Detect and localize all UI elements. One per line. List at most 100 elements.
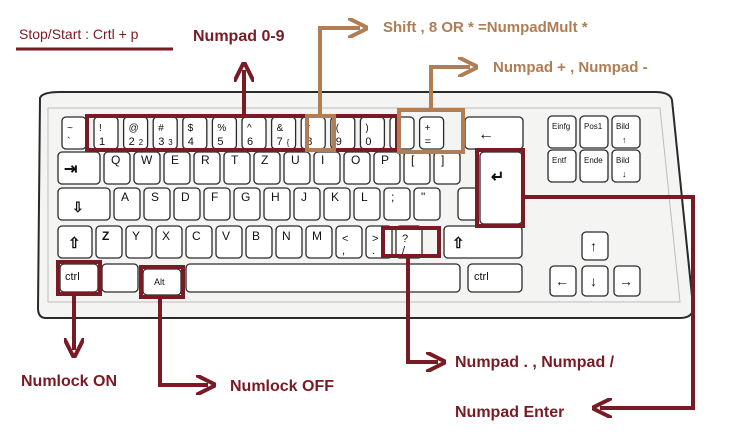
connector-arrows [74, 28, 695, 408]
nav-key-3: Entf [547, 149, 577, 183]
key-char: H [271, 190, 280, 204]
key-top-char: ( [336, 123, 340, 134]
ctrl-label: ctrl [474, 271, 489, 283]
key-char: R [201, 153, 210, 167]
key-bottom-char: ` [67, 136, 71, 148]
key-bottom-char: 9 [336, 136, 342, 148]
key-top-char: # [158, 123, 164, 134]
key-char: W [141, 153, 153, 167]
key-row1-4: $4 [182, 116, 208, 150]
shift-icon: ⇧ [68, 235, 81, 252]
arrow-down-key: ↓ [581, 265, 609, 297]
nav-key-1: Pos1 [579, 115, 609, 149]
arrow-up-icon: ↑ [622, 135, 627, 145]
key-char: I [321, 153, 324, 167]
key-bottom-char: 0 [365, 136, 371, 148]
arrow-right-icon: → [619, 273, 633, 289]
caps-lock-icon: ⇩ [72, 199, 84, 215]
left-fn-key [101, 263, 139, 293]
key-char: L [361, 190, 368, 204]
arrow-left-icon: ← [555, 273, 569, 289]
key-row1-12: += [418, 116, 445, 150]
arrow-numpad-dot-slash [406, 258, 438, 362]
highlight-8-key [305, 114, 336, 152]
key-row4-6: N [275, 225, 303, 259]
highlight-enter-key [475, 148, 525, 228]
key-row4-2: X [155, 225, 183, 259]
key-row2-3: R [193, 151, 221, 185]
key-char: Y [132, 229, 140, 243]
key-char: " [421, 190, 425, 204]
key-bottom-char: 1 [99, 136, 105, 148]
key-row2-11: ] [433, 151, 461, 185]
key-bottom-char: 6 [247, 136, 253, 148]
arrow-right-key: → [613, 265, 641, 297]
key-char: U [291, 153, 300, 167]
key-row4-0: Z [95, 225, 123, 259]
key-row2-10: [ [403, 151, 431, 185]
left-shift-key: ⇧ [57, 225, 93, 259]
key-char: D [181, 190, 190, 204]
key-char: K [331, 190, 339, 204]
key-char: A [121, 190, 129, 204]
left-ctrl-key: ctrl [59, 263, 99, 293]
numpad-enter-label: Numpad Enter [455, 404, 565, 421]
key-row2-5: Z [253, 151, 281, 185]
key-sub-char: { [287, 138, 290, 147]
key-top-char: $ [188, 123, 194, 134]
nav-key-2: Bild ↑ [611, 115, 641, 149]
key-sub-char: 2 [139, 138, 144, 147]
key-row2-8: O [343, 151, 371, 185]
key-row3-7: K [323, 187, 351, 221]
shift-icon: ⇧ [452, 235, 465, 252]
key-row1-7: &7{ [270, 116, 297, 150]
numpad-mult-label: Shift , 8 OR * =NumpadMult * [383, 19, 588, 36]
nav-key-label: Bild [616, 122, 629, 131]
nav-key-label: Bild [616, 156, 629, 165]
key-char: ; [391, 190, 394, 204]
tab-icon: ⇥ [64, 161, 77, 178]
key-row4-8: <, [335, 225, 363, 259]
numpad-digits-label: Numpad 0-9 [193, 28, 285, 45]
key-bottom-char: / [402, 245, 406, 257]
key-char: P [381, 153, 389, 167]
key-row4-7: M [305, 225, 333, 259]
nav-key-5: Bild↓ [611, 149, 641, 183]
key-bottom-char: = [425, 136, 431, 148]
key-char: F [211, 190, 218, 204]
numlock-on-label: Numlock ON [21, 373, 118, 390]
key-row3-1: S [143, 187, 171, 221]
key-row2-0: Q [103, 151, 131, 185]
key-row3-3: F [203, 187, 231, 221]
highlight-minus-plus [397, 108, 465, 154]
key-row2-6: U [283, 151, 311, 185]
right-shift-key: ⇧ [443, 225, 523, 259]
key-top-char: ) [365, 123, 368, 134]
nav-key-label: Ende [584, 156, 603, 165]
key-char: V [222, 229, 230, 243]
key-bottom-char: . [372, 245, 375, 257]
nav-key-label: Pos1 [584, 122, 603, 131]
key-bottom-char: 5 [217, 136, 223, 148]
arrow-numlock-off [158, 298, 208, 385]
key-row3-4: G [233, 187, 261, 221]
stop-start-label: Stop/Start : Crtl + p [19, 26, 139, 42]
key-row1-6: ^6 [241, 116, 267, 150]
key-row3-9: ; [383, 187, 411, 221]
nav-key-label: Entf [552, 156, 567, 165]
key-top-char: ~ [67, 123, 73, 134]
backspace-icon: ← [478, 126, 494, 143]
key-sub-char: 3 [168, 138, 173, 147]
numpad-plus-minus-label: Numpad + , Numpad - [493, 59, 648, 76]
key-top-char: @ [129, 123, 139, 134]
key-char: J [301, 190, 307, 204]
key-char: T [231, 153, 239, 167]
highlight-alt-key [139, 265, 185, 299]
key-char: G [241, 190, 250, 204]
key-row2-9: P [373, 151, 401, 185]
key-row2-2: E [163, 151, 191, 185]
arrow-left-key: ← [549, 265, 577, 297]
arrow-numpad-enter [523, 195, 695, 408]
arrow-numpad-mult [318, 28, 360, 114]
